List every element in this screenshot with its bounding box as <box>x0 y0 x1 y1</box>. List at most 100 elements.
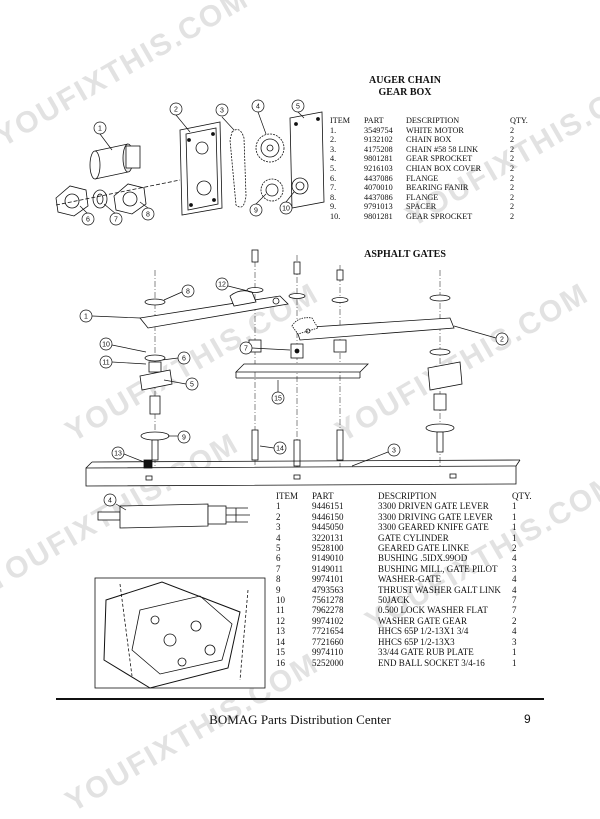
qty-cell: 1 <box>512 647 517 658</box>
qty-cell: 3 <box>512 636 517 647</box>
item-cell: 8 <box>276 574 281 585</box>
description-cell: BUSHING .5IDX.99OD <box>378 553 468 564</box>
svg-text:8: 8 <box>146 212 150 219</box>
item-cell: 8. <box>330 192 337 202</box>
header-part: PART <box>364 116 384 125</box>
item-cell: 11 <box>276 605 285 616</box>
page-number: 9 <box>524 712 531 726</box>
gate-rub-plate-drawing <box>235 363 369 379</box>
item-cell: 9. <box>330 202 337 212</box>
description-cell: GATE CYLINDER <box>378 532 449 543</box>
item-cell: 1 <box>276 501 281 512</box>
callout-9: 9 <box>249 193 267 217</box>
svg-text:14: 14 <box>276 446 284 453</box>
auger-section-title: AUGER CHAIN GEAR BOX <box>340 75 470 99</box>
qty-cell: 7 <box>512 605 517 616</box>
chain-box-drawing <box>179 121 223 216</box>
item-cell: 2. <box>330 135 337 145</box>
geared-knife-gate-drawing <box>85 459 521 487</box>
auger-title-line2: GEAR BOX <box>378 87 432 98</box>
part-cell: 7561278 <box>312 595 344 606</box>
gate-callout-3: 3 <box>351 443 401 467</box>
part-cell: 4437086 <box>364 192 393 202</box>
qty-cell: 1 <box>512 511 517 522</box>
part-cell: 7721654 <box>312 626 344 637</box>
svg-text:6: 6 <box>86 217 90 224</box>
svg-text:5: 5 <box>190 382 194 389</box>
description-cell: FLANGE <box>406 192 439 202</box>
qty-cell: 2 <box>512 543 517 554</box>
qty-cell: 2 <box>510 125 515 135</box>
part-cell: 9801281 <box>364 211 393 221</box>
svg-text:9: 9 <box>182 435 186 442</box>
qty-cell: 2 <box>510 154 515 164</box>
description-cell: GEARED GATE LINKE <box>378 543 469 554</box>
gate-callout-1: 1 <box>79 309 141 323</box>
description-cell: HHCS 65P 1/2-13X3 <box>378 636 455 647</box>
item-cell: 2 <box>276 511 281 522</box>
gate-callout-14: 14 <box>259 441 287 455</box>
callout-3: 3 <box>215 103 235 131</box>
part-cell: 9974110 <box>312 647 344 658</box>
item-cell: 5. <box>330 163 337 173</box>
svg-text:11: 11 <box>102 360 109 367</box>
part-cell: 3549754 <box>364 125 393 135</box>
gate-callout-7: 7 <box>239 341 291 355</box>
callout-7: 7 <box>103 203 123 226</box>
description-cell: 0.500 LOCK WASHER FLAT <box>378 605 488 616</box>
item-cell: 15 <box>276 647 285 658</box>
part-cell: 9149011 <box>312 563 344 574</box>
table-header-row: ITEM PART DESCRIPTION QTY. <box>330 116 534 126</box>
gate-callout-12: 12 <box>215 277 253 293</box>
description-cell: GEAR SPROCKET <box>406 211 473 221</box>
auger-gearbox-diagram <box>55 111 325 217</box>
description-cell: SPACER <box>406 202 437 212</box>
qty-cell: 2 <box>510 173 515 183</box>
qty-cell: 1 <box>512 501 517 512</box>
left-link-stack-drawing <box>139 298 173 461</box>
item-cell: 13 <box>276 626 285 637</box>
item-cell: 9 <box>276 584 281 595</box>
gate-callout-11: 11 <box>99 355 147 369</box>
part-cell: 9149010 <box>312 553 344 564</box>
qty-cell: 4 <box>512 553 517 564</box>
part-cell: 9801281 <box>364 154 393 164</box>
description-cell: CHAIN BOX <box>406 135 452 145</box>
part-cell: 9974101 <box>312 574 344 585</box>
svg-text:12: 12 <box>218 282 226 289</box>
part-cell: 4793563 <box>312 584 344 595</box>
item-cell: 14 <box>276 636 285 647</box>
callout-8: 8 <box>139 201 155 221</box>
callout-1: 1 <box>93 121 113 151</box>
gate-cylinder-drawing <box>97 503 250 529</box>
chain-drawing <box>229 129 247 208</box>
svg-text:1: 1 <box>98 126 102 133</box>
svg-text:2: 2 <box>174 107 178 114</box>
qty-cell: 7 <box>512 595 517 606</box>
description-cell: WASHER GATE GEAR <box>378 615 467 626</box>
callout-5: 5 <box>291 99 305 119</box>
header-qty: QTY. <box>510 116 528 125</box>
description-cell: 50JACK <box>378 595 410 606</box>
item-cell: 1. <box>330 125 337 135</box>
part-cell: 9528100 <box>312 543 344 554</box>
description-cell: CHAIN #58 58 LINK <box>406 144 479 154</box>
item-cell: 3. <box>330 144 337 154</box>
item-cell: 4. <box>330 154 337 164</box>
svg-text:4: 4 <box>256 104 260 111</box>
item-cell: 7. <box>330 183 337 193</box>
svg-text:2: 2 <box>500 337 504 344</box>
